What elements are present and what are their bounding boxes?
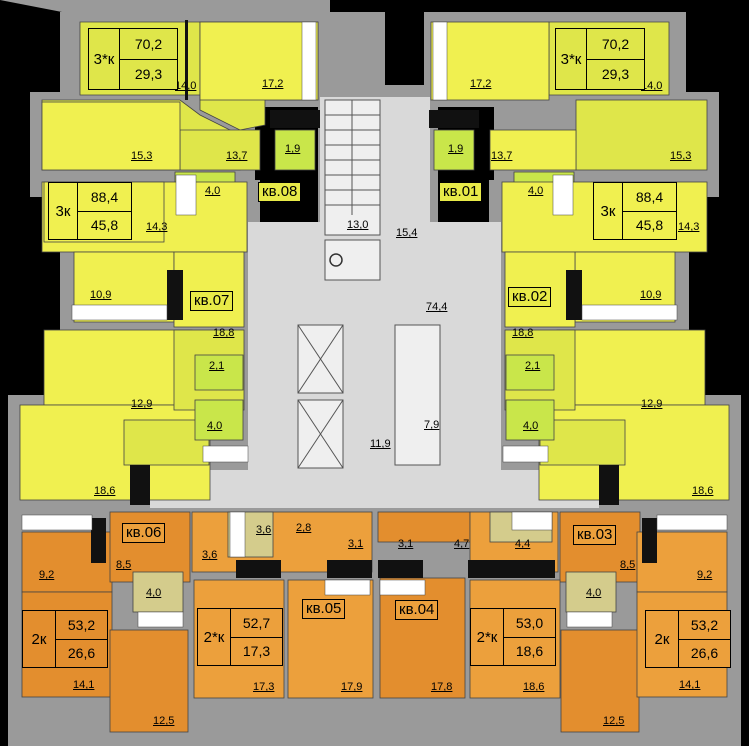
area-kv01-room2: 15,3 <box>670 150 692 162</box>
living-area: 45,8 <box>90 217 119 233</box>
area-kv07-room: 14,3 <box>146 221 168 233</box>
living-area: 17,3 <box>242 643 271 659</box>
info-table-kv04: 2*к 53,0 18,6 <box>470 608 556 666</box>
info-table-kv06: 2к 53,2 26,6 <box>22 610 108 668</box>
area-kv08-room: 14,0 <box>175 80 197 92</box>
living-area: 18,6 <box>515 643 544 659</box>
info-table-kv07: 3к 88,4 45,8 <box>48 182 132 240</box>
area-kv06-room2: 12,5 <box>153 715 175 727</box>
info-table-kv03: 2к 53,2 26,6 <box>645 610 731 668</box>
area-kv03-hall: 8,5 <box>620 559 636 571</box>
area-kv06-kitchen: 9,2 <box>39 569 55 581</box>
living-area: 26,6 <box>690 645 719 661</box>
area-lift-hall: 11,9 <box>370 438 391 450</box>
area-kv03-room2: 12,5 <box>603 715 625 727</box>
total-area: 53,0 <box>504 609 555 638</box>
apt-label-kv05: кв.05 <box>302 599 346 619</box>
area-kv08-kitchen: 17,2 <box>262 78 284 90</box>
total-area: 53,2 <box>56 611 107 640</box>
apt-label-kv04: кв.04 <box>395 600 439 620</box>
rooms-count: 2к <box>23 611 56 667</box>
total-area: 88,4 <box>78 183 131 212</box>
area-kv05-bath: 3,6 <box>256 524 272 536</box>
area-vestibule: 15,4 <box>396 227 418 239</box>
apt-label-kv03: кв.03 <box>573 525 617 545</box>
area-kv03-bath: 4,0 <box>586 587 602 599</box>
area-kv01-hall: 13,7 <box>491 150 513 162</box>
area-kv07-bath: 4,0 <box>207 420 223 432</box>
area-kv05-room: 17,3 <box>253 681 275 693</box>
area-kv07-room2: 12,9 <box>131 398 153 410</box>
total-area: 70,2 <box>587 29 644 60</box>
area-kv07-kitchen: 10,9 <box>90 289 112 301</box>
total-area: 70,2 <box>120 29 177 60</box>
info-table-kv02: 3к 88,4 45,8 <box>593 182 677 240</box>
area-kv04-bath: 4,4 <box>515 538 531 550</box>
area-kv02-room: 14,3 <box>678 221 700 233</box>
area-stair: 13,0 <box>347 219 369 231</box>
area-kv08-wc: 1,9 <box>285 143 301 155</box>
rooms-count: 3*к <box>89 29 120 89</box>
area-kv06-room: 14,1 <box>73 679 95 691</box>
info-table-kv08: 3*к 70,2 29,3 <box>88 28 178 90</box>
area-hall: 74,4 <box>426 301 448 313</box>
rooms-count: 3*к <box>556 29 587 89</box>
rooms-count: 2*к <box>198 609 231 665</box>
area-kv03-room: 14,1 <box>679 679 701 691</box>
area-kv01-kitchen: 17,2 <box>470 78 492 90</box>
area-kv03-kitchen: 9,2 <box>697 569 713 581</box>
area-kv02-room2: 12,9 <box>641 398 663 410</box>
rooms-count: 3к <box>594 183 623 239</box>
info-table-kv01: 3*к 70,2 29,3 <box>555 28 645 90</box>
area-kv05-corr: 3,1 <box>348 538 364 550</box>
rooms-count: 2*к <box>471 609 504 665</box>
rooms-count: 2к <box>646 611 679 667</box>
apt-label-kv01: кв.01 <box>439 182 483 202</box>
area-kv05-hall: 3,6 <box>202 549 218 561</box>
living-area: 26,6 <box>67 645 96 661</box>
area-shaft: 7,9 <box>424 419 440 431</box>
area-kv04-room: 18,6 <box>523 681 545 693</box>
area-kv08-hall: 13,7 <box>226 150 248 162</box>
area-kv08-bath: 4,0 <box>205 185 221 197</box>
apt-label-kv07: кв.07 <box>190 291 234 311</box>
apt-label-kv02: кв.02 <box>508 287 552 307</box>
area-kv05-kitchen: 17,9 <box>341 681 363 693</box>
total-area: 53,2 <box>679 611 730 640</box>
info-table-kv05: 2*к 52,7 17,3 <box>197 608 283 666</box>
area-kv02-kitchen: 10,9 <box>640 289 662 301</box>
area-kv06-bath: 4,0 <box>146 587 162 599</box>
living-area: 29,3 <box>601 66 630 82</box>
area-kv02-bath: 4,0 <box>523 420 539 432</box>
living-area: 45,8 <box>635 217 664 233</box>
area-kv01-room: 14,0 <box>641 80 663 92</box>
area-kv08-room2: 15,3 <box>131 150 153 162</box>
area-kv01-bath: 4,0 <box>528 185 544 197</box>
area-kv02-room3: 18,6 <box>692 485 714 497</box>
area-kv02-wc: 2,1 <box>525 360 541 372</box>
area-kv06-hall: 8,5 <box>116 559 132 571</box>
area-kv05-wc: 2,8 <box>296 522 312 534</box>
rooms-count: 3к <box>49 183 78 239</box>
area-kv07-room3: 18,6 <box>94 485 116 497</box>
area-kv07-wc: 2,1 <box>209 360 225 372</box>
area-kv01-wc: 1,9 <box>448 143 464 155</box>
total-area: 52,7 <box>231 609 282 638</box>
apt-label-kv08: кв.08 <box>258 182 302 202</box>
area-kv04-corr: 3,1 <box>398 538 414 550</box>
area-kv07-hall: 18,8 <box>213 327 235 339</box>
area-kv04-hall: 4,7 <box>454 538 470 550</box>
area-kv04-kitchen: 17,8 <box>431 681 453 693</box>
area-kv02-hall: 18,8 <box>512 327 534 339</box>
apt-label-kv06: кв.06 <box>122 523 166 543</box>
living-area: 29,3 <box>134 66 163 82</box>
total-area: 88,4 <box>623 183 676 212</box>
